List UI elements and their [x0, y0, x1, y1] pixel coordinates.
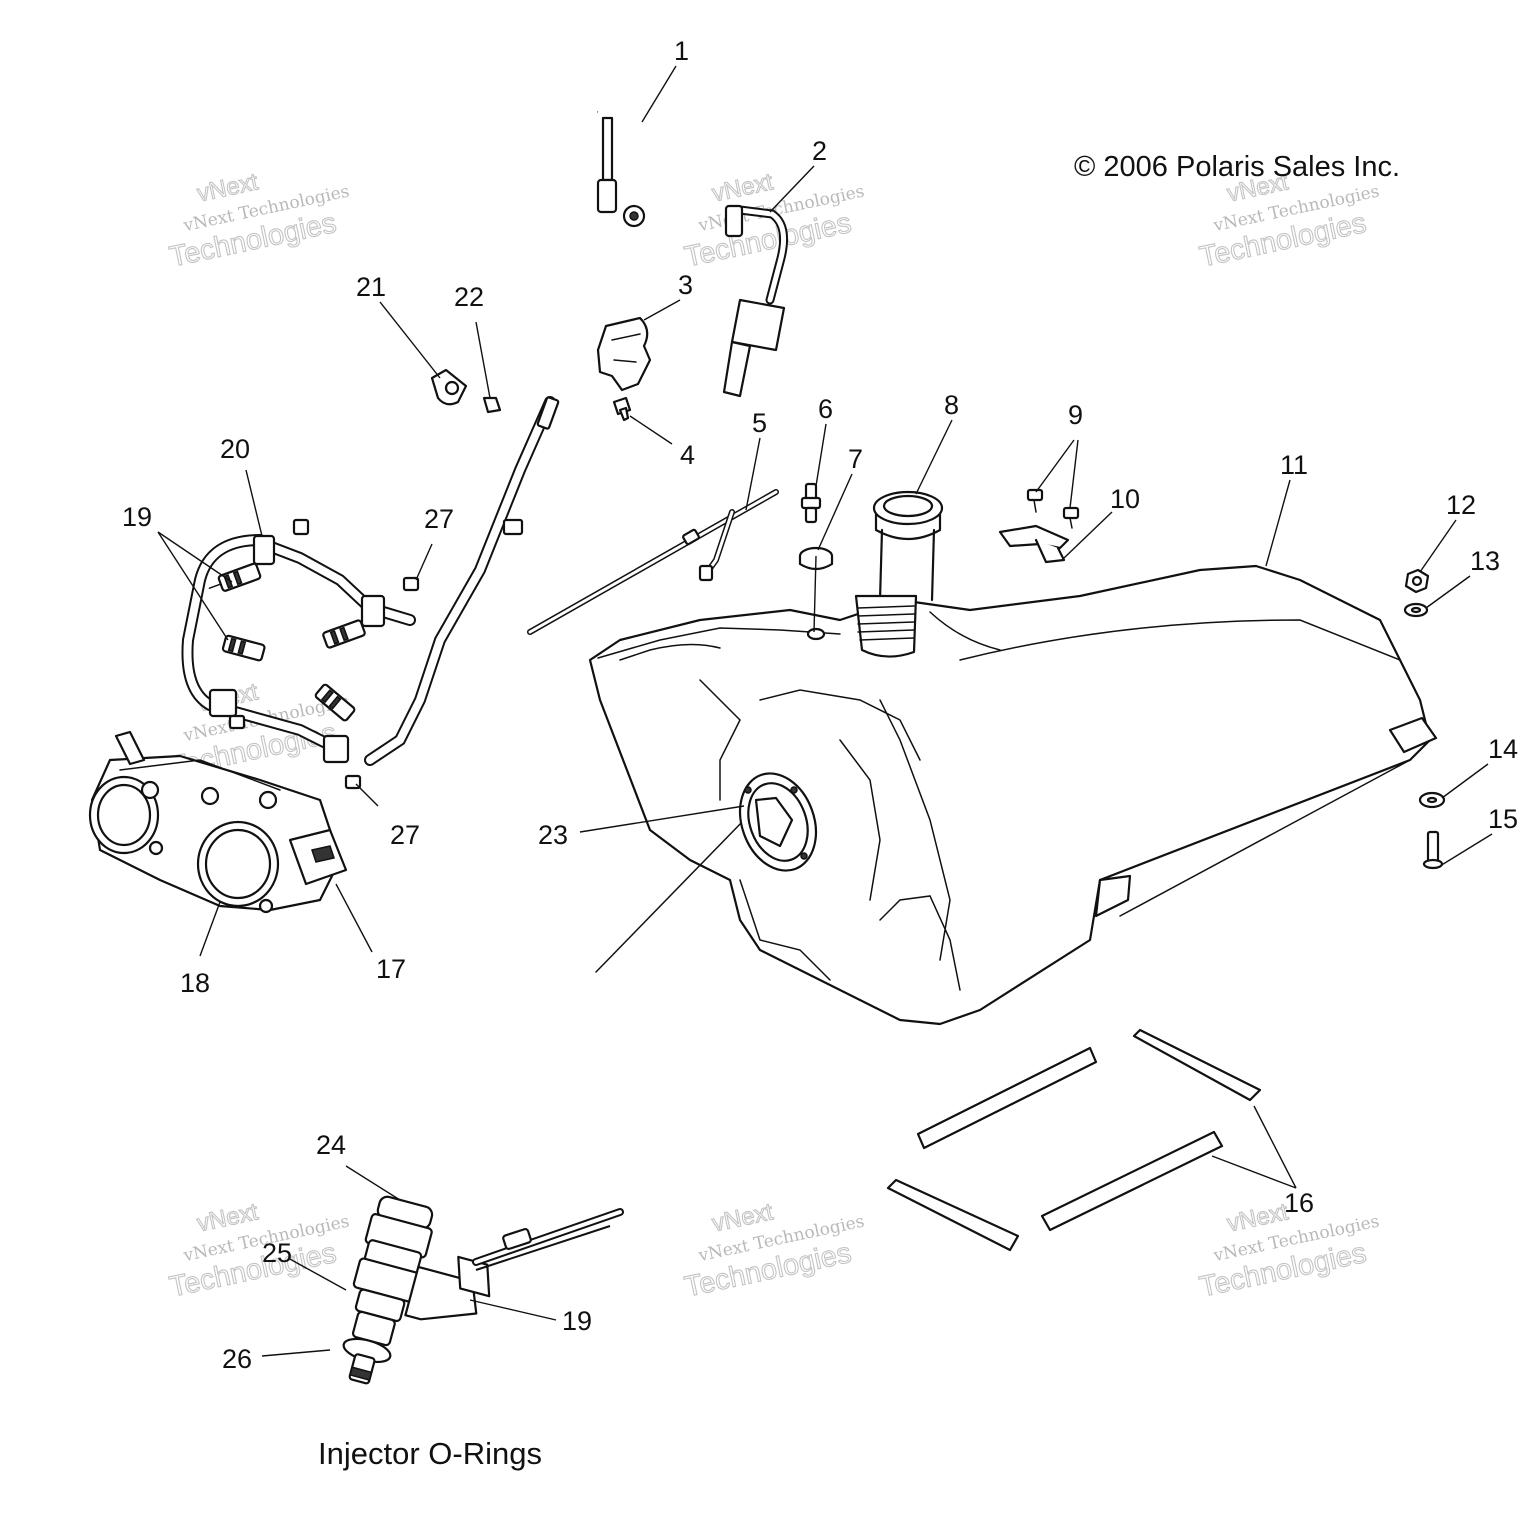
callout-1: 1: [674, 36, 689, 66]
part-12-nut[interactable]: [1404, 568, 1430, 594]
copyright-notice: © 2006 Polaris Sales Inc.: [1074, 151, 1400, 183]
part-8-fuel-cap[interactable]: [872, 490, 944, 602]
part-27-screws[interactable]: [228, 518, 420, 790]
part-2-fuel-filter[interactable]: [722, 204, 789, 398]
part-15-bolt[interactable]: [1422, 830, 1444, 870]
callout-27-lower: 27: [390, 820, 420, 850]
callouts: 1 2 3 4 5 6 7 8 9 10 11 12 13 14 15 16 1…: [122, 36, 1518, 1374]
part-3-clip[interactable]: [596, 316, 652, 392]
part-20-fuel-rail[interactable]: [181, 534, 416, 764]
callout-14: 14: [1488, 734, 1518, 764]
callout-19-lower: 19: [562, 1306, 592, 1336]
callout-6: 6: [818, 394, 833, 424]
watermark: vNext vNext Technologies Technologies: [166, 168, 351, 274]
leader-lines: [157, 65, 1493, 1357]
callout-11: 11: [1280, 450, 1308, 480]
callout-24: 24: [316, 1130, 346, 1160]
callout-21: 21: [356, 272, 386, 302]
callout-10: 10: [1110, 484, 1140, 514]
watermark: vNext vNext Technologies Technologies: [681, 1198, 866, 1304]
main-fuel-line[interactable]: [364, 396, 560, 766]
part-5-vent-line[interactable]: [527, 489, 779, 635]
callout-18: 18: [180, 968, 210, 998]
callout-7: 7: [848, 444, 863, 474]
callout-17: 17: [376, 954, 406, 984]
callout-27-upper: 27: [424, 504, 454, 534]
part-10-bracket[interactable]: [998, 524, 1070, 564]
part-16-pads[interactable]: [886, 1028, 1262, 1252]
callout-13: 13: [1470, 546, 1500, 576]
callout-22: 22: [454, 282, 484, 312]
callout-2: 2: [812, 136, 827, 166]
callout-15: 15: [1488, 804, 1518, 834]
callout-12: 12: [1446, 490, 1476, 520]
callout-9: 9: [1068, 400, 1083, 430]
injector-detail[interactable]: [330, 1194, 624, 1408]
callout-19-upper: 19: [122, 502, 152, 532]
callout-8: 8: [944, 390, 959, 420]
injector-caption: Injector O-Rings: [318, 1436, 542, 1471]
part-21-clamp[interactable]: [430, 368, 468, 406]
part-4-screw[interactable]: [612, 396, 632, 422]
part-17-sensor[interactable]: [288, 828, 348, 886]
part-14-washer[interactable]: [1418, 791, 1446, 809]
watermark: vNext vNext Technologies Technologies: [166, 1198, 351, 1304]
callout-25: 25: [262, 1238, 292, 1268]
callout-3: 3: [678, 270, 693, 300]
callout-16: 16: [1284, 1188, 1314, 1218]
callout-5: 5: [752, 408, 767, 438]
part-18-throttle-body[interactable]: [88, 730, 342, 914]
part-11-fuel-tank[interactable]: [588, 564, 1438, 1026]
part-1-fuel-line[interactable]: [596, 109, 672, 228]
callout-23: 23: [538, 820, 568, 850]
callout-26: 26: [222, 1344, 252, 1374]
part-23-fuel-pump[interactable]: [727, 763, 829, 882]
part-9-screws[interactable]: [1026, 488, 1080, 529]
part-6-fitting[interactable]: [800, 482, 822, 524]
callout-20: 20: [220, 434, 250, 464]
part-22-screw[interactable]: [482, 396, 502, 414]
part-13-washer[interactable]: [1403, 602, 1429, 618]
callout-4: 4: [680, 440, 695, 470]
